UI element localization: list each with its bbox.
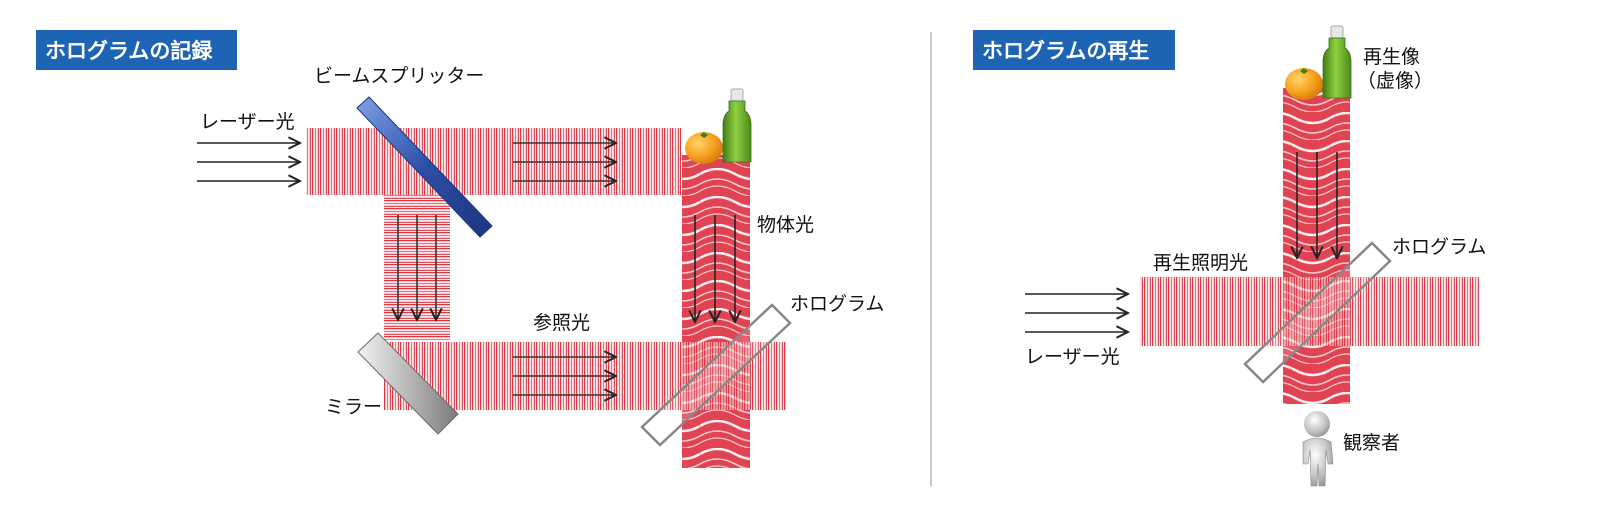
orange-fruit-icon xyxy=(1285,68,1323,100)
reconstruction-panel: ホログラムの再生 xyxy=(973,25,1486,487)
object-beam xyxy=(682,155,750,468)
virtual-image-label-line1: 再生像 xyxy=(1363,46,1420,68)
recording-title-box xyxy=(36,30,237,70)
hologram-plate-right xyxy=(1243,241,1392,384)
hologram-plate-left xyxy=(640,303,792,447)
mirror xyxy=(357,332,459,435)
observer-label: 観察者 xyxy=(1343,432,1400,454)
virtual-image-label-line2: （虚像） xyxy=(1357,70,1433,92)
laser-label-left: レーザー光 xyxy=(200,111,295,133)
illumination-light-label: 再生照明光 xyxy=(1153,252,1248,274)
recording-title: ホログラムの記録 xyxy=(45,39,213,63)
wave-arrows-down xyxy=(1297,152,1337,258)
reference-arrows xyxy=(513,357,616,395)
hologram-label-left: ホログラム xyxy=(790,293,884,315)
beam-arrows-down xyxy=(398,215,436,320)
green-bottle-icon xyxy=(722,88,752,163)
beam-arrows-top xyxy=(513,143,616,181)
beam-splitter xyxy=(356,96,493,238)
observer-person-icon xyxy=(1302,411,1334,487)
laser-label-right: レーザー光 xyxy=(1025,346,1120,368)
reference-light-label: 参照光 xyxy=(533,312,590,334)
laser-arrows-left xyxy=(197,143,300,181)
reconstruction-title-box xyxy=(973,30,1175,70)
object-light-label: 物体光 xyxy=(757,214,814,236)
hologram-label-right: ホログラム xyxy=(1392,236,1486,258)
object-arrows xyxy=(695,215,735,322)
reconstruction-title: ホログラムの再生 xyxy=(982,39,1149,63)
reference-overlap xyxy=(682,342,750,410)
mirror-label: ミラー xyxy=(325,396,382,418)
green-bottle-icon xyxy=(1322,25,1352,99)
laser-beam-top xyxy=(306,128,681,195)
recording-panel: ホログラムの記録 xyxy=(36,30,884,468)
illumination-arrows xyxy=(1025,294,1128,332)
orange-fruit-icon xyxy=(685,132,723,164)
beam-splitter-label: ビームスプリッター xyxy=(314,65,484,87)
illumination-overlap xyxy=(1283,277,1350,346)
